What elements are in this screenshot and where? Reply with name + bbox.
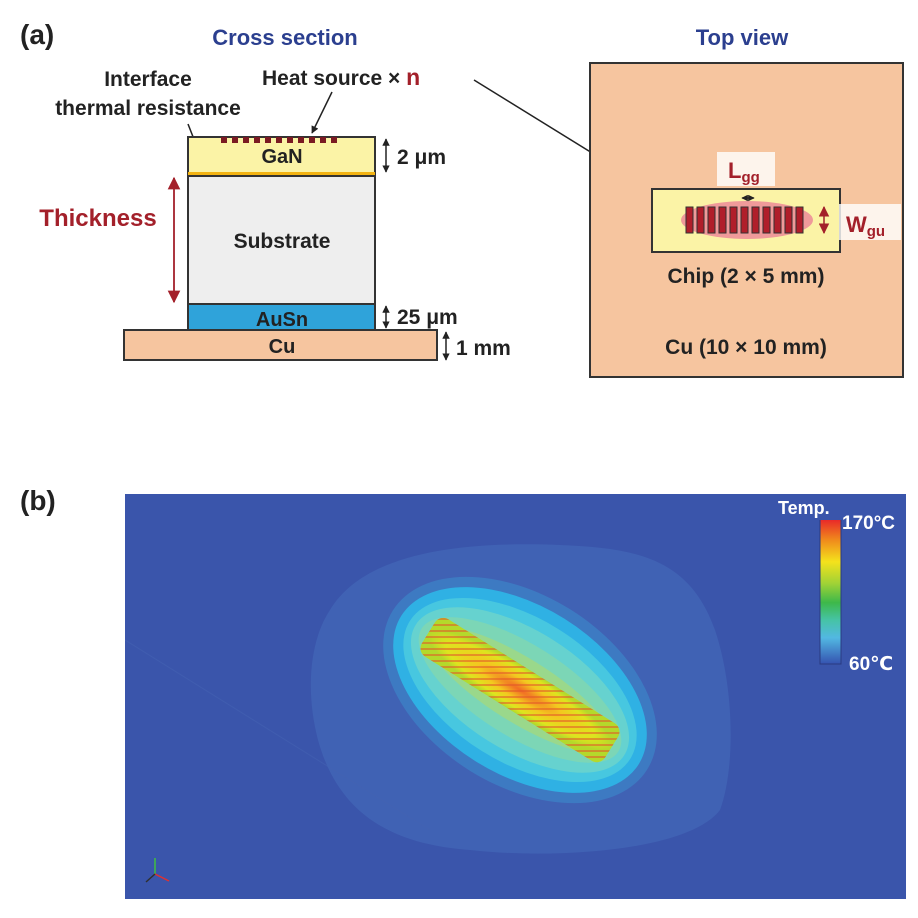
interface-label-line2: thermal resistance	[55, 97, 241, 120]
top-view-gates	[685, 206, 804, 234]
heat-source-label: Heat source × n	[262, 64, 420, 90]
top-view-cu-label: Cu (10 × 10 mm)	[665, 336, 827, 359]
layer-gan-label: GaN	[261, 146, 302, 168]
interface-label-line1: Interface	[104, 68, 192, 91]
wgu-label-box	[839, 204, 901, 240]
heat-source-n: n	[406, 64, 420, 90]
lgg-label-box	[717, 152, 775, 186]
contour-shadow-line	[125, 639, 431, 831]
layer-ausn	[187, 303, 376, 331]
layer-substrate-label: Substrate	[234, 230, 331, 253]
ausn-dimension-label: 25 μm	[397, 306, 458, 329]
layer-gan	[187, 136, 376, 175]
legend-min: 60℃	[849, 654, 893, 675]
axis-triad-icon	[145, 858, 170, 883]
cross-section-title: Cross section	[212, 25, 358, 50]
layer-ausn-label: AuSn	[256, 309, 308, 331]
cu-dimension-label: 1 mm	[456, 337, 511, 360]
layer-cu-label: Cu	[269, 336, 296, 358]
layer-cu	[123, 329, 438, 361]
top-view-title: Top view	[696, 25, 789, 50]
layer-substrate	[187, 175, 376, 305]
temperature-colorbar	[819, 517, 842, 665]
panel-a-label: (a)	[20, 19, 54, 50]
heat-source-leader-arrow	[311, 91, 333, 134]
thickness-label: Thickness	[39, 205, 156, 232]
wgu-label: Wgu	[846, 212, 885, 240]
panel-b-label: (b)	[20, 485, 56, 516]
temperature-map	[125, 494, 906, 899]
gan-dimension-label: 2 μm	[397, 146, 446, 169]
legend-title: Temp.	[778, 498, 830, 518]
hot-stripe-gates	[420, 617, 620, 763]
chip-label: Chip (2 × 5 mm)	[668, 265, 825, 288]
legend-title-bg	[777, 496, 853, 520]
legend-max: 170°C	[842, 513, 895, 534]
lgg-label: Lgg	[728, 158, 760, 186]
heat-source-gates	[221, 137, 337, 143]
